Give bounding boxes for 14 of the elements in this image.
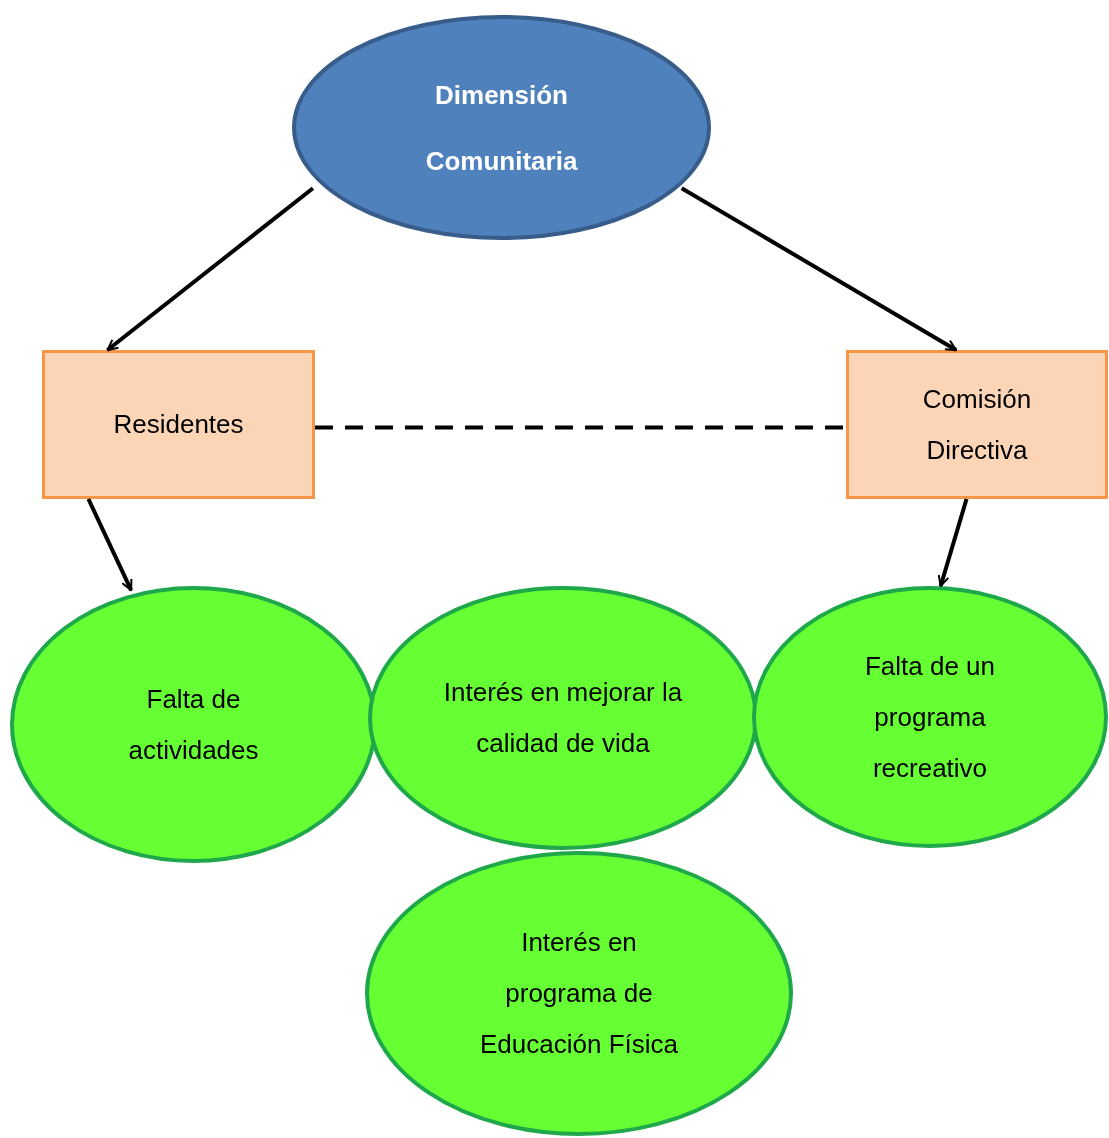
node-label: Falta de un programa recreativo (863, 649, 997, 785)
node-label: Falta de actividades (127, 682, 260, 767)
node-label: Dimensión Comunitaria (424, 78, 579, 178)
node-label: Residentes (113, 408, 244, 441)
node-label: Interés en mejorar la calidad de vida (442, 676, 684, 760)
actor-box (42, 350, 315, 499)
node-label: Comisión Directiva (921, 382, 1033, 467)
dashed-line (315, 425, 846, 430)
node-label: Interés en programa de Educación Física (479, 926, 679, 1061)
arrow (106, 186, 315, 352)
actor-box (846, 350, 1108, 499)
arrow (86, 498, 133, 592)
arrow (937, 498, 969, 587)
arrow (680, 186, 958, 352)
